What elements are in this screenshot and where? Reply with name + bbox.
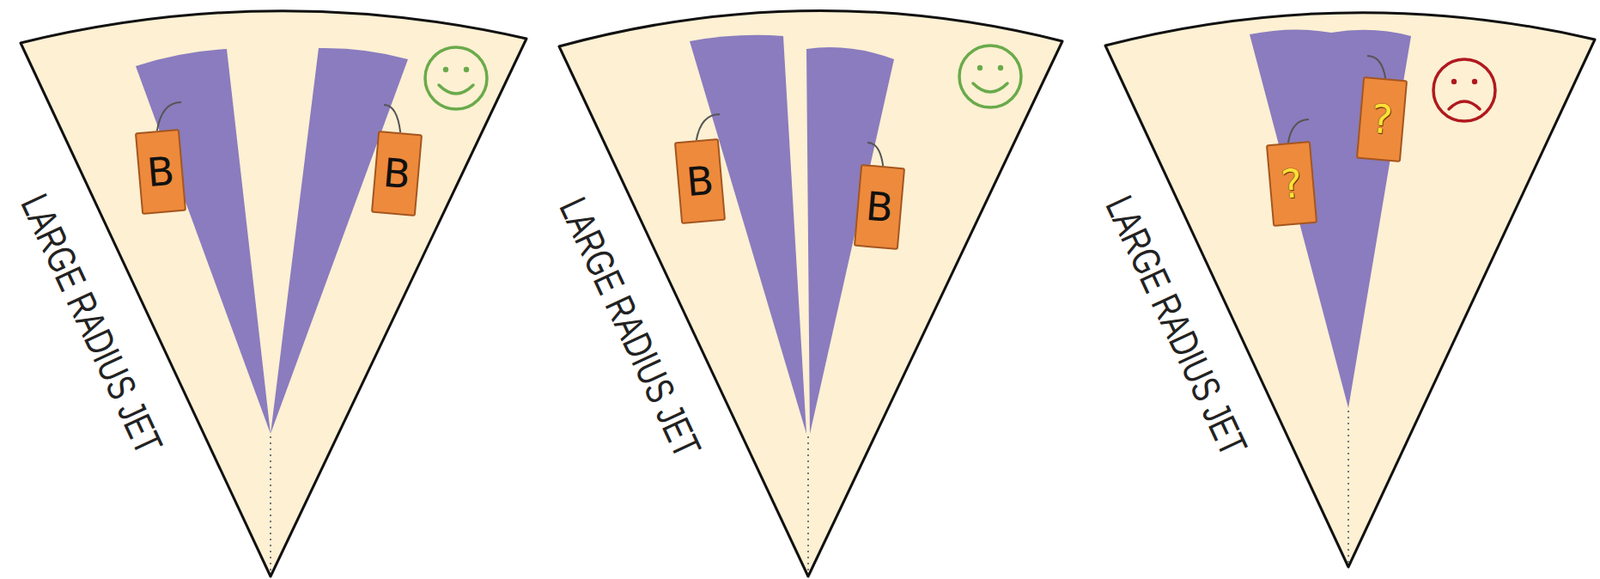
tag-letter: ?: [1279, 163, 1304, 205]
large-radius-jet: LARGE RADIUS JET??: [1093, 0, 1600, 579]
jet-axis: [269, 436, 272, 574]
sad-face: [1433, 59, 1496, 122]
tag-letter: B: [684, 160, 715, 203]
subjet-cone: [135, 48, 271, 434]
tag-label: ?: [1265, 140, 1318, 227]
tag-string: [867, 142, 883, 166]
tag-string: [1288, 119, 1309, 143]
subjet-cone: [270, 48, 408, 434]
tag-letter: ?: [1369, 98, 1394, 140]
happy-face: [959, 45, 1022, 108]
jet-axis: [1347, 410, 1350, 565]
jet-axis: [807, 436, 810, 574]
tag-string: [1367, 55, 1386, 79]
happy-face: [425, 47, 487, 110]
tag-string: [157, 102, 182, 131]
tag-label: B: [371, 130, 423, 217]
tag-label: ?: [1356, 76, 1408, 163]
tag-string: [383, 104, 401, 133]
tag-label: B: [853, 164, 906, 250]
subjet-cone: [689, 35, 807, 434]
tag-letter: B: [145, 151, 176, 194]
tag-label: B: [134, 128, 187, 215]
tag-string: [696, 114, 720, 140]
subjet-cone: [1249, 29, 1412, 408]
large-radius-jet: LARGE RADIUS JETBB: [8, 0, 542, 579]
tag-letter: B: [863, 186, 895, 229]
tag-letter: B: [381, 152, 412, 195]
large-radius-jet: LARGE RADIUS JETBB: [547, 0, 1073, 579]
tag-label: B: [674, 138, 726, 225]
